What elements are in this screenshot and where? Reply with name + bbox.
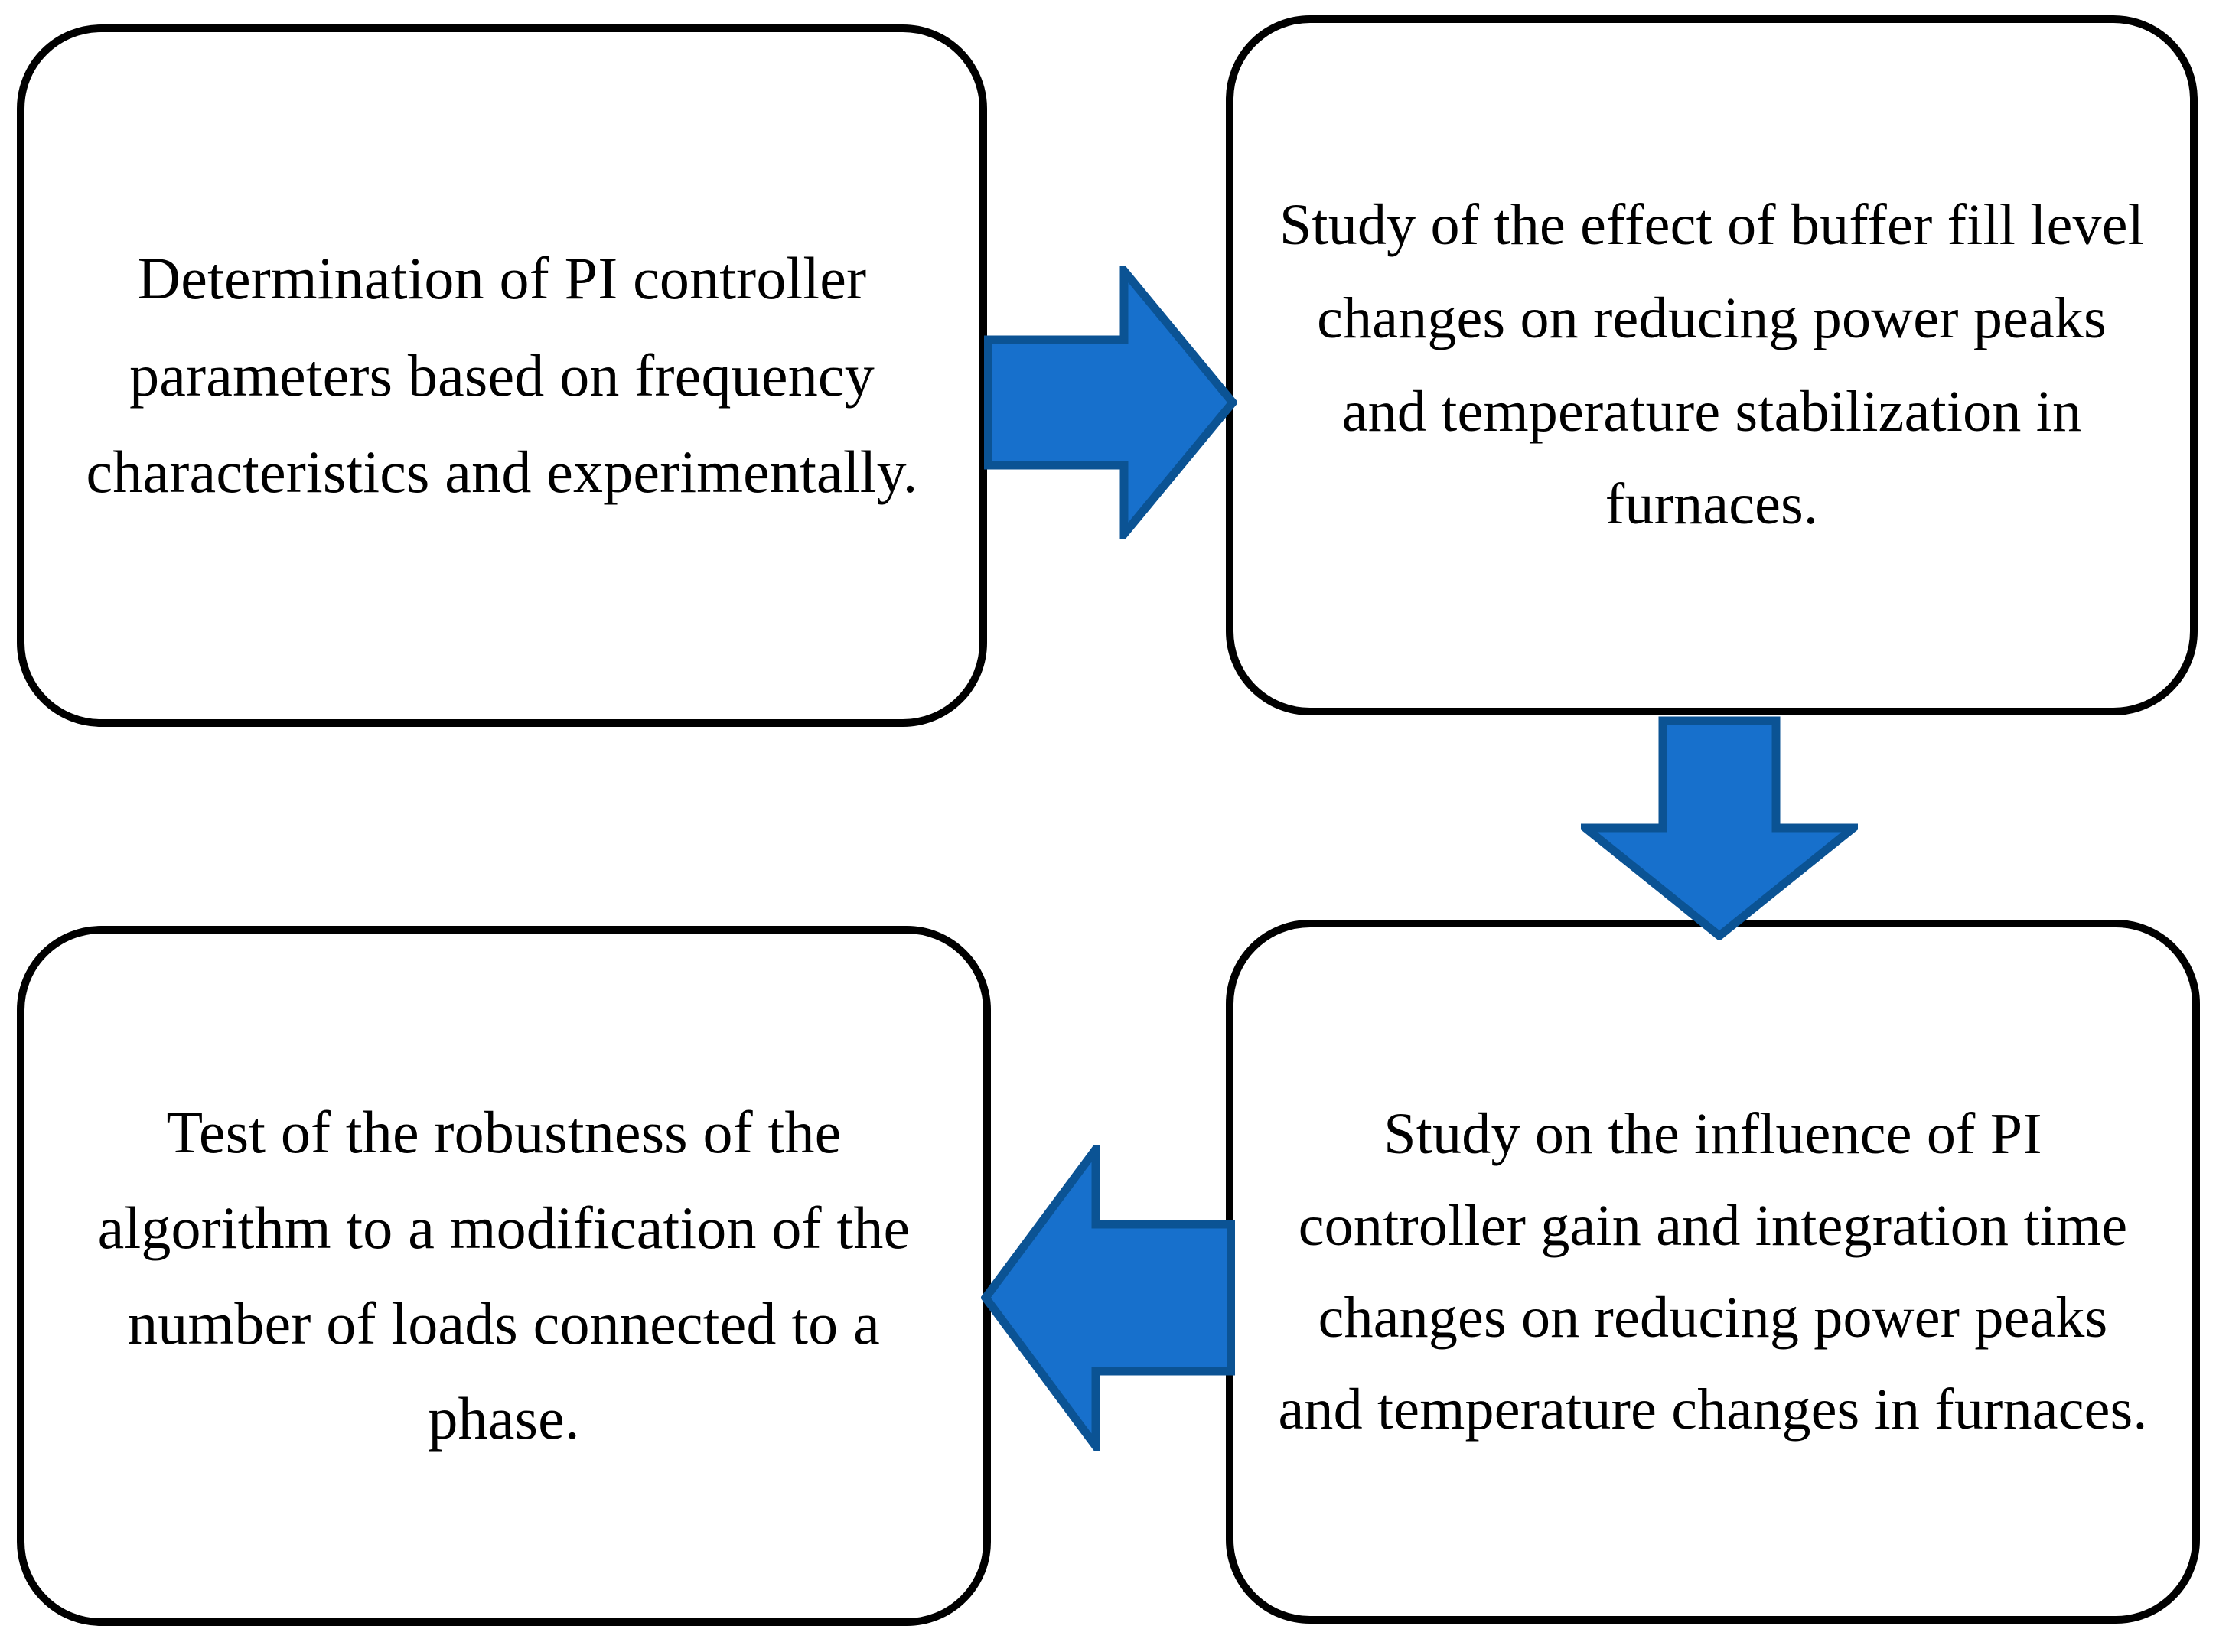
flow-node-robustness-test: Test of the robustness of the algorithm … [17, 926, 991, 1626]
arrow-down-shape [1581, 716, 1858, 940]
flow-node-label: Determination of PI controller parameter… [86, 245, 918, 506]
arrow-down-icon [1581, 716, 1858, 940]
flow-node-label: Study of the effect of buffer fill level… [1279, 193, 2145, 537]
flow-node-determination-of-pi-controller-parameters: Determination of PI controller parameter… [17, 24, 987, 727]
flow-node-label: Test of the robustness of the algorithm … [97, 1098, 911, 1452]
arrow-left-icon [981, 1145, 1235, 1451]
arrow-right-shape [984, 266, 1237, 539]
arrow-right-icon [984, 266, 1237, 539]
flow-node-label: Study on the influence of PI controller … [1278, 1101, 2148, 1442]
flow-node-study-of-buffer-fill-level-effect: Study of the effect of buffer fill level… [1226, 15, 2198, 715]
flow-node-study-of-pi-gain-and-integration-time: Study on the influence of PI controller … [1226, 920, 2200, 1624]
arrow-left-shape [981, 1145, 1235, 1451]
